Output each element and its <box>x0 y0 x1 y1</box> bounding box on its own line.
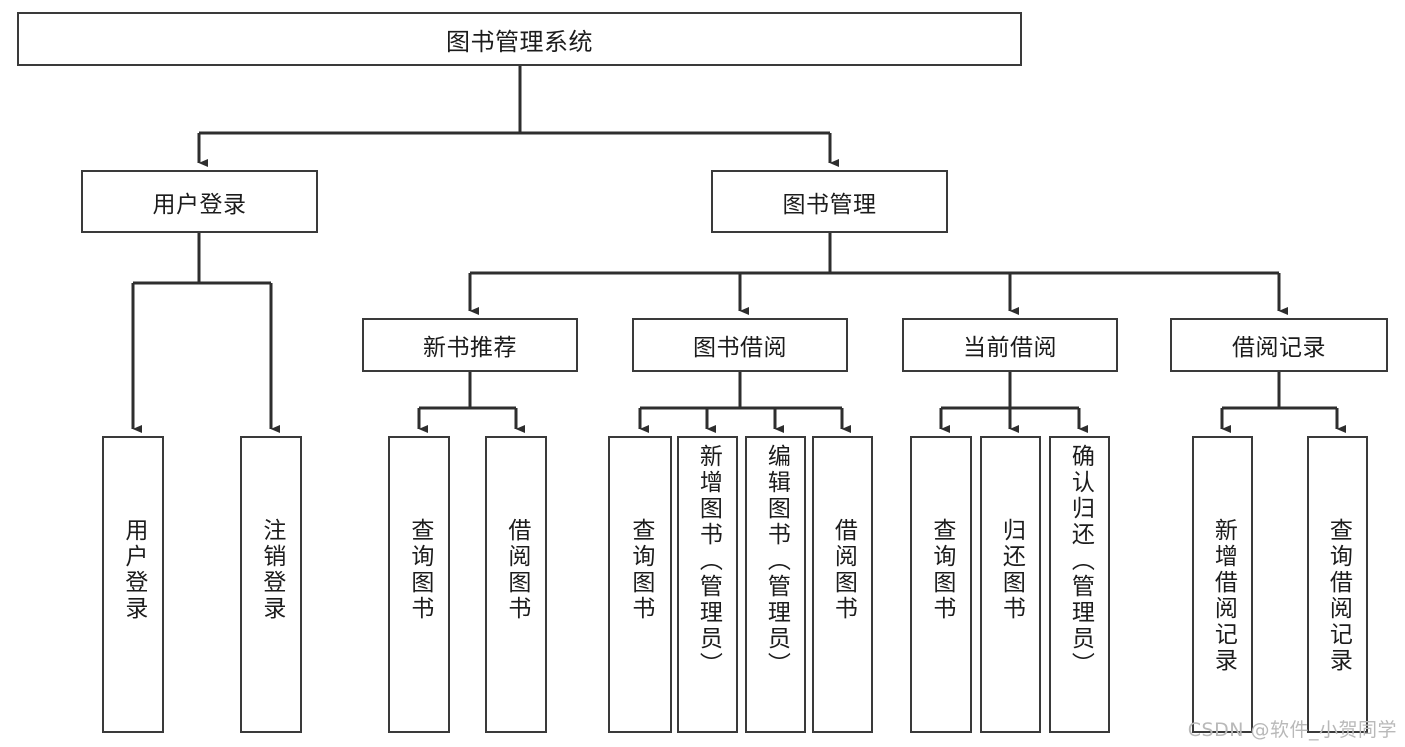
node-label: 借阅图书 <box>503 518 530 622</box>
node-label: 查询图书 <box>627 518 654 622</box>
node-leaf-logout[interactable]: 注销登录 <box>240 436 302 733</box>
node-label: 图书借阅 <box>693 335 787 361</box>
node-label: 图书管理 <box>782 191 877 218</box>
node-borrow-record[interactable]: 借阅记录 <box>1170 318 1388 372</box>
node-label: 用户登录 <box>152 191 247 218</box>
node-label: 编辑图书（管理员） <box>763 444 790 678</box>
node-label: 借阅图书 <box>830 518 857 622</box>
node-book-management[interactable]: 图书管理 <box>711 170 948 233</box>
node-label: 查询图书 <box>406 518 433 622</box>
watermark-text: CSDN @软件_小贺同学 <box>1187 719 1397 741</box>
node-label: 用户登录 <box>120 518 147 622</box>
node-label: 查询借阅记录 <box>1325 518 1352 674</box>
node-leaf-query-borrow-record[interactable]: 查询借阅记录 <box>1307 436 1368 733</box>
node-leaf-add-borrow-record[interactable]: 新增借阅记录 <box>1192 436 1253 733</box>
node-label: 当前借阅 <box>963 335 1057 361</box>
node-label: 查询图书 <box>928 518 955 622</box>
node-label: 图书管理系统 <box>446 27 593 56</box>
node-label: 注销登录 <box>258 518 285 622</box>
node-new-book-recommend[interactable]: 新书推荐 <box>362 318 578 372</box>
node-leaf-edit-book-admin[interactable]: 编辑图书（管理员） <box>745 436 806 733</box>
node-leaf-query-book-newbook[interactable]: 查询图书 <box>388 436 450 733</box>
node-root-book-management-system[interactable]: 图书管理系统 <box>17 12 1022 66</box>
node-label: 确认归还（管理员） <box>1067 444 1094 678</box>
node-current-borrow[interactable]: 当前借阅 <box>902 318 1118 372</box>
node-label: 新增图书（管理员） <box>695 444 722 678</box>
node-leaf-return-book[interactable]: 归还图书 <box>980 436 1041 733</box>
node-leaf-query-book-borrow[interactable]: 查询图书 <box>608 436 672 733</box>
node-label: 借阅记录 <box>1232 335 1326 361</box>
node-book-borrow[interactable]: 图书借阅 <box>632 318 848 372</box>
node-user-login[interactable]: 用户登录 <box>81 170 318 233</box>
node-label: 归还图书 <box>998 518 1025 622</box>
node-leaf-borrow-book-newbook[interactable]: 借阅图书 <box>485 436 547 733</box>
node-label: 新增借阅记录 <box>1210 518 1237 674</box>
node-leaf-add-book-admin[interactable]: 新增图书（管理员） <box>677 436 738 733</box>
node-leaf-confirm-return-admin[interactable]: 确认归还（管理员） <box>1049 436 1110 733</box>
node-leaf-borrow-book[interactable]: 借阅图书 <box>812 436 873 733</box>
node-leaf-user-login[interactable]: 用户登录 <box>102 436 164 733</box>
node-label: 新书推荐 <box>423 335 517 361</box>
node-leaf-query-book-current[interactable]: 查询图书 <box>910 436 972 733</box>
